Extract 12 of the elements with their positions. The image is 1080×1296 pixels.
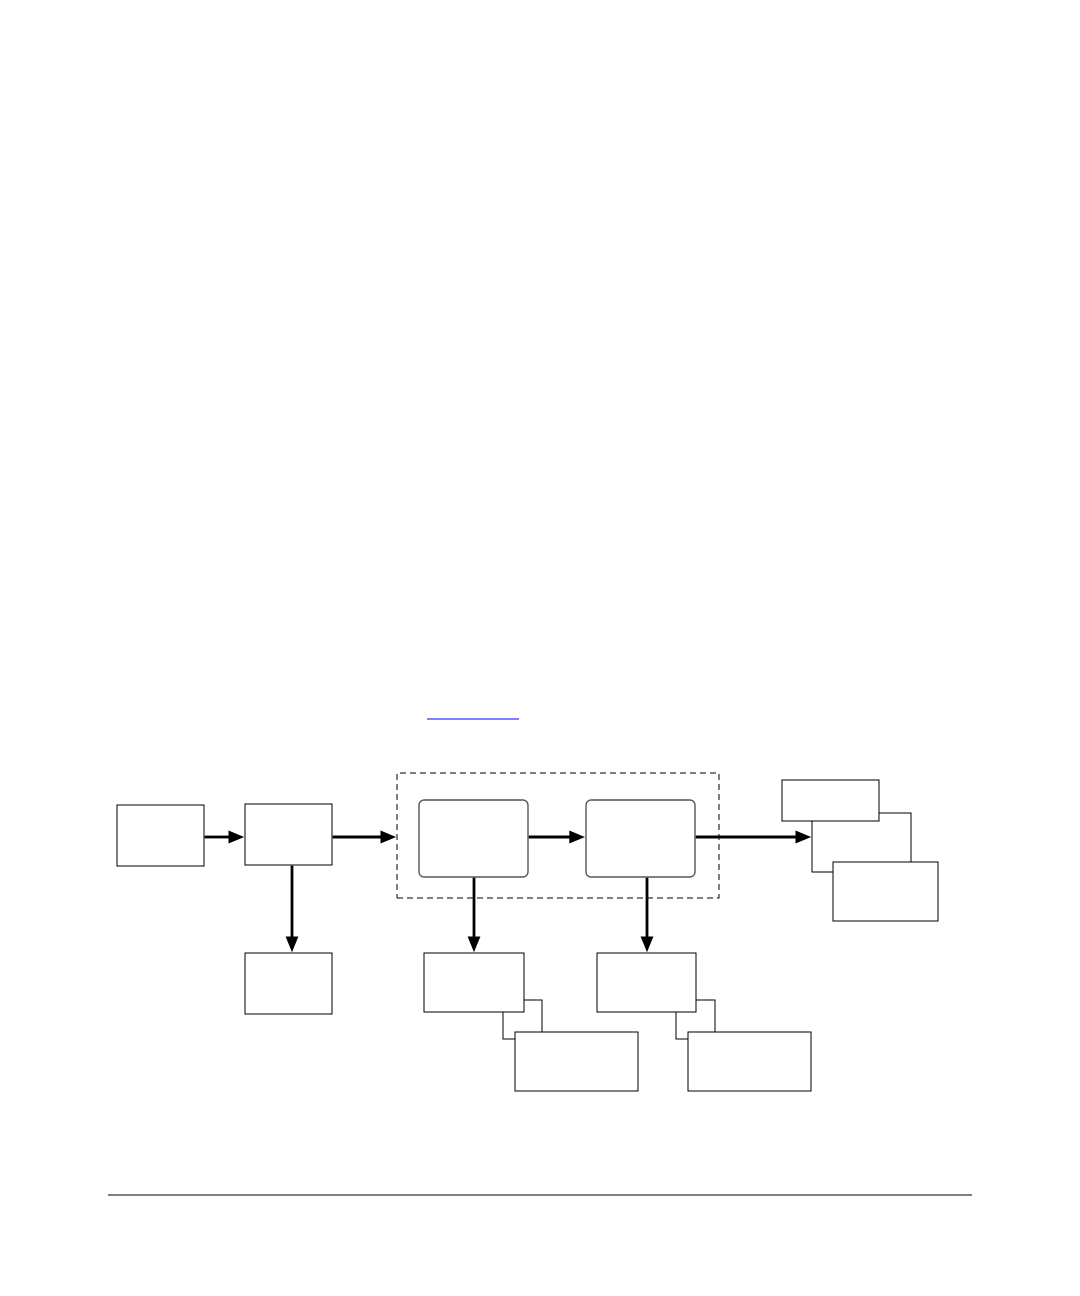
process-box bbox=[832, 861, 939, 922]
process-box bbox=[116, 804, 205, 867]
rounded-box bbox=[418, 799, 529, 878]
process-box bbox=[244, 952, 333, 1015]
process-box bbox=[423, 952, 525, 1013]
process-box bbox=[596, 952, 697, 1013]
process-box bbox=[514, 1031, 639, 1092]
process-box bbox=[244, 803, 333, 866]
process-box bbox=[781, 779, 880, 822]
process-box bbox=[687, 1031, 812, 1092]
rounded-box bbox=[585, 799, 696, 878]
group-frame bbox=[396, 772, 720, 899]
